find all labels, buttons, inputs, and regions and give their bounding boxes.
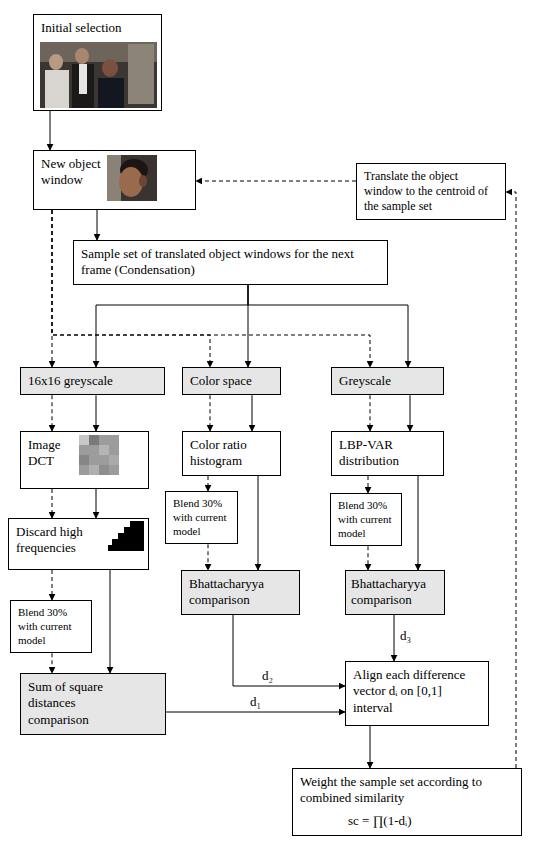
dashed-arrow: [52, 653, 53, 673]
dashed-arrow: [52, 210, 210, 367]
node-text: Translate the object window to the centr…: [364, 169, 498, 214]
image-box: Initial selection: [33, 14, 162, 111]
node-text: New object window: [41, 156, 107, 189]
dashed-arrow: [196, 181, 356, 182]
formula-text: sc = ∏(1-dᵢ): [348, 813, 514, 829]
image-box: Image DCT: [20, 431, 149, 489]
flow-arrow: [97, 210, 98, 240]
node-text: Align each difference vector dᵢ on [0,1]…: [353, 667, 481, 716]
flow-arrow: [418, 476, 419, 570]
node-text: Blend 30% with current model: [18, 606, 84, 647]
node-text: Color ratio histogram: [190, 437, 273, 470]
flow-arrow: [110, 570, 111, 673]
dashed-arrow: [368, 546, 369, 570]
node-text: Blend 30% with current model: [338, 499, 394, 540]
comparison-box: Sum of square distances comparison: [20, 673, 166, 735]
input-box: Greyscale: [331, 367, 444, 395]
dashed-arrow: [52, 395, 53, 431]
node-text: Bhattacharyya comparison: [189, 576, 292, 609]
blend-box: Blend 30% with current model: [165, 491, 238, 544]
flow-arrow: [410, 395, 411, 431]
node-text: 16x16 greyscale: [28, 373, 157, 389]
process-box: Weight the sample set according to combi…: [292, 768, 522, 836]
blend-box: Blend 30% with current model: [330, 493, 402, 546]
flow-arrow: [96, 395, 97, 431]
flow-arrow: [50, 111, 51, 150]
flow-arrow: [248, 285, 408, 368]
dashed-arrow: [52, 210, 370, 367]
edge-label: d₂: [262, 668, 273, 684]
flow-arrow: [258, 476, 259, 570]
input-box: 16x16 greyscale: [20, 367, 165, 395]
process-box: Color ratio histogram: [182, 431, 281, 476]
flow-arrow: [166, 712, 345, 713]
edge-label: d₁: [250, 694, 261, 710]
image-box: Discard high frequencies: [8, 518, 149, 570]
flow-arrow: [96, 489, 97, 518]
flow-arrow: [394, 615, 395, 662]
input-box: Color space: [182, 367, 281, 395]
node-text: Bhattacharyya comparison: [351, 576, 439, 609]
node-text: Blend 30% with current model: [173, 497, 230, 538]
dashed-arrow: [368, 476, 369, 493]
node-text: LBP-VAR distribution: [339, 437, 436, 470]
dashed-arrow: [210, 395, 211, 431]
process-box: Translate the object window to the centr…: [356, 163, 506, 220]
dashed-arrow: [370, 395, 371, 431]
flow-arrow: [370, 726, 371, 768]
flow-arrow: [96, 285, 248, 368]
blend-box: Blend 30% with current model: [10, 600, 92, 653]
dashed-arrow: [52, 570, 53, 600]
process-box: LBP-VAR distribution: [331, 431, 444, 476]
dashed-arrow: [52, 489, 53, 518]
node-text: Weight the sample set according to combi…: [300, 774, 514, 807]
node-text: Initial selection: [41, 20, 154, 36]
process-box: Sample set of translated object windows …: [73, 240, 388, 285]
node-text: Discard high frequencies: [16, 524, 104, 557]
node-text: Image DCT: [28, 437, 76, 470]
dashed-arrow: [506, 192, 516, 768]
node-text: Greyscale: [339, 373, 436, 389]
node-text: Sum of square distances comparison: [28, 679, 128, 728]
flow-arrow: [233, 615, 345, 687]
node-text: Color space: [190, 373, 273, 389]
edge-label: d₃: [400, 628, 411, 644]
comparison-box: Bhattacharyya comparison: [345, 570, 445, 615]
flow-arrow: [252, 395, 253, 431]
comparison-box: Bhattacharyya comparison: [181, 570, 300, 615]
image-box: New object window: [33, 150, 196, 210]
dashed-arrow: [208, 476, 209, 491]
node-text: Sample set of translated object windows …: [81, 246, 380, 279]
dashed-arrow: [208, 544, 209, 570]
process-box: Align each difference vector dᵢ on [0,1]…: [345, 661, 489, 726]
